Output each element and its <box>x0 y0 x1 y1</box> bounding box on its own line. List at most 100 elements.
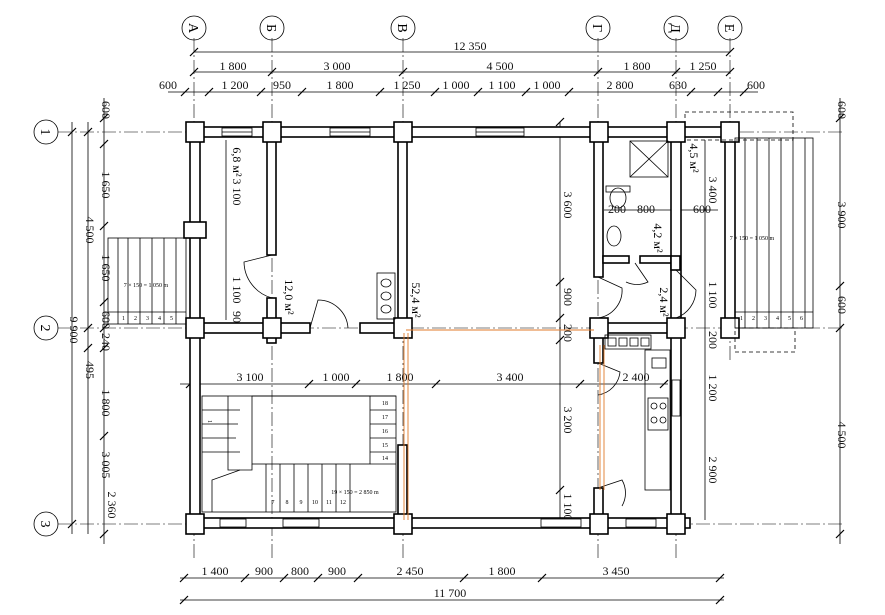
main-step-15: 15 <box>382 443 388 449</box>
dim-bath-1: 200 <box>608 202 626 216</box>
main-step-10: 10 <box>312 500 318 506</box>
dim-top-1: 1 800 <box>220 59 247 73</box>
axis-label-2: 2 <box>37 325 52 332</box>
dim-inner-mid-4: 3 400 <box>497 370 524 384</box>
dim-top-r2-9: 2 800 <box>607 78 634 92</box>
axis-label-e: Е <box>721 24 736 33</box>
axis-label-d: Д <box>667 23 682 33</box>
dim-top-r2-6: 1 000 <box>443 78 470 92</box>
kitchen-sink <box>651 357 667 369</box>
shower-tray <box>629 140 669 178</box>
dim-bath-2: 800 <box>637 202 655 216</box>
dim-left-seg-1: 4 500 <box>83 217 97 244</box>
porch-right-step-2: 2 <box>752 316 755 322</box>
dim-top-r2-8: 1 000 <box>534 78 561 92</box>
area-room-c: 52,4 м² <box>409 282 423 318</box>
porch-left-step-3: 3 <box>146 316 149 322</box>
room-areas: 6,8 м² 12,0 м² 52,4 м² 4,5 м² 4,2 м² 2,4… <box>230 143 701 318</box>
axis-bubble-d <box>663 15 689 41</box>
main-step-8: 8 <box>286 500 289 506</box>
dim-top-2: 3 000 <box>324 59 351 73</box>
axis-bubble-3 <box>33 511 59 537</box>
dim-inner-left-4: 2 360 <box>105 492 119 519</box>
main-stair-side-step: 1 <box>206 420 212 423</box>
dim-left-inner-6: 1 800 <box>99 390 113 417</box>
wall-mid-left <box>189 322 311 334</box>
axis-label-v: В <box>394 23 409 32</box>
main-stair-note: 19 × 150 = 2 850 m <box>331 490 379 496</box>
axis-bubble-2 <box>33 315 59 341</box>
wall-bottom <box>189 517 691 529</box>
axis-label-a: А <box>185 23 200 34</box>
axis-label-3: 3 <box>37 521 52 528</box>
dim-top-r2-1: 600 <box>159 78 177 92</box>
dim-bottom-1: 1 400 <box>202 564 229 578</box>
dim-left-inner-1: 600 <box>99 101 113 119</box>
dim-top-r2-3: 950 <box>273 78 291 92</box>
windows <box>219 127 681 528</box>
wall-v <box>397 136 408 334</box>
door-room-b <box>243 254 273 299</box>
dim-left-inner-4: 600 <box>99 311 113 329</box>
beam-lines <box>403 329 605 520</box>
door-kitchen <box>597 362 621 396</box>
dim-left-inner-2: 1 650 <box>99 172 113 199</box>
porch-canopy <box>684 111 794 141</box>
main-step-12: 12 <box>340 500 346 506</box>
dim-top-5: 1 250 <box>690 59 717 73</box>
axis-label-b: Б <box>263 24 278 32</box>
dim-inner-mid-1: 3 100 <box>237 370 264 384</box>
main-step-16: 16 <box>382 429 388 435</box>
main-step-17: 17 <box>382 415 388 421</box>
porch-right-step-1: 1 <box>740 316 743 322</box>
dim-bottom-overall: 11 700 <box>434 586 467 600</box>
window-6 <box>540 518 582 528</box>
porch-stair-right-outline <box>734 137 814 329</box>
main-stair: 18 17 16 15 14 7 8 9 10 11 12 19 × 150 =… <box>201 395 397 513</box>
main-step-9: 9 <box>300 500 303 506</box>
main-step-18: 18 <box>382 401 388 407</box>
dim-right-outer-2: 3 900 <box>835 202 849 229</box>
door-shower <box>625 262 649 285</box>
area-room-d: 4,5 м² <box>687 143 701 173</box>
dim-bottom-6: 1 800 <box>489 564 516 578</box>
door-toilet <box>675 269 697 319</box>
porch-left-step-5: 5 <box>170 316 173 322</box>
dim-inner-mid-3: 1 800 <box>387 370 414 384</box>
dim-inner-v-3: 200 <box>561 324 575 342</box>
area-room-e: 4,2 м² <box>651 223 665 253</box>
dim-top-r2-11: 600 <box>747 78 765 92</box>
dims-left: 9 900 4 500 495 600 1 650 1 650 600 240 … <box>67 98 244 544</box>
wall-bath-partition <box>602 255 630 264</box>
main-step-14: 14 <box>382 456 388 462</box>
porch-right-step-6: 6 <box>800 316 803 322</box>
dim-bottom-2: 900 <box>255 564 273 578</box>
axis-bubble-v <box>390 15 416 41</box>
dim-bottom-7: 3 450 <box>603 564 630 578</box>
kitchen-stove <box>647 397 669 431</box>
dims-right: 600 3 900 600 4 500 3 400 1 100 200 1 20… <box>704 98 849 544</box>
door-bath <box>597 276 623 319</box>
main-step-7: 7 <box>272 500 275 506</box>
dim-right-inner-2: 1 100 <box>706 282 720 309</box>
wall-post-left <box>183 221 207 239</box>
area-room-f: 2,4 м² <box>657 287 671 317</box>
kitchen-counter-side <box>644 349 671 491</box>
dim-top-r2-4: 1 800 <box>327 78 354 92</box>
axis-bubble-b <box>259 15 285 41</box>
dim-right-outer-3: 600 <box>835 296 849 314</box>
dim-top-4: 1 800 <box>624 59 651 73</box>
dim-bottom-5: 2 450 <box>397 564 424 578</box>
main-stair-well <box>251 395 371 465</box>
heater-unit <box>376 272 396 320</box>
wall-bath-partition-2 <box>639 255 672 264</box>
porch-left-step-1: 1 <box>122 316 125 322</box>
window-7 <box>671 379 681 417</box>
axis-bubble-e <box>717 15 743 41</box>
dim-right-inner-1: 3 400 <box>706 177 720 204</box>
main-step-11: 11 <box>326 500 332 506</box>
doors <box>243 254 697 507</box>
dim-right-outer-4: 4 500 <box>835 422 849 449</box>
dim-left-inner-7: 3 005 <box>99 452 113 479</box>
